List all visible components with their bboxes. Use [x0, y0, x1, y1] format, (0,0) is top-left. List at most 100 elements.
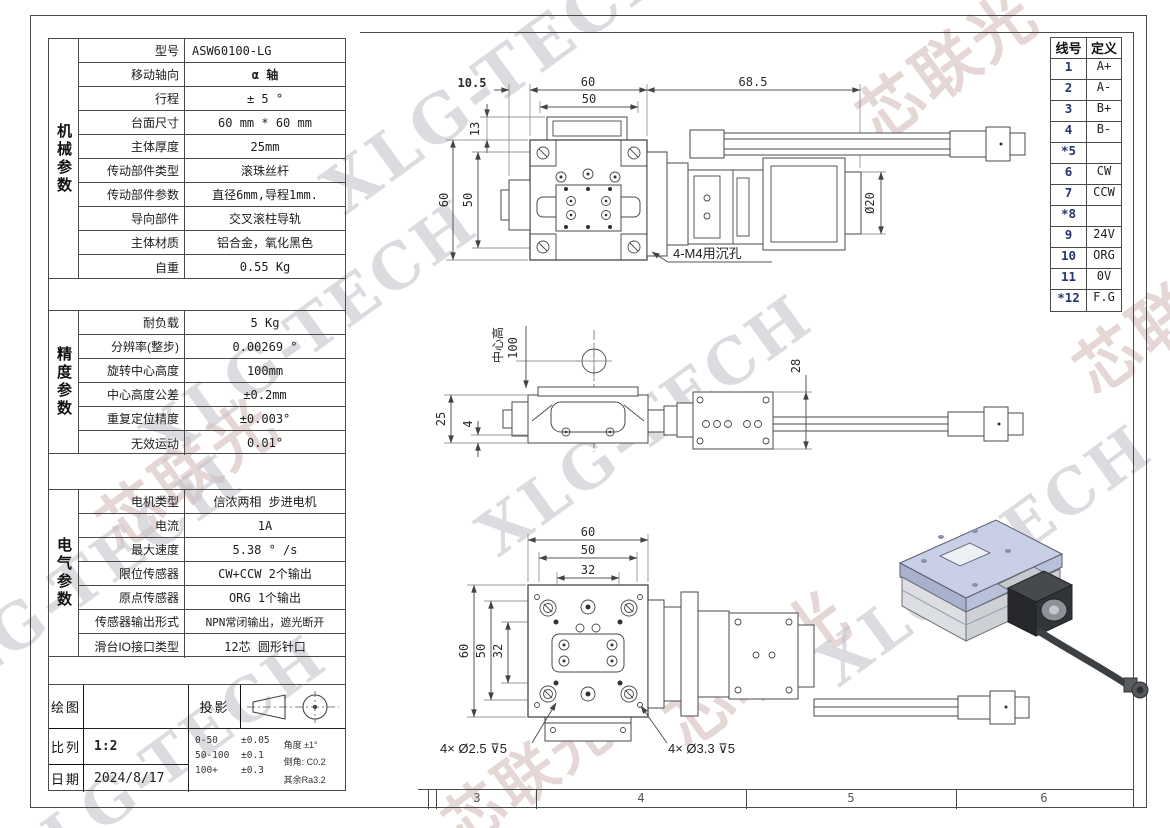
dim-width-60: 60 — [581, 75, 595, 89]
wire-def: B- — [1096, 122, 1112, 136]
tolerance-column: 0-50±0.05 50-100±0.1 100+±0.3 — [189, 729, 270, 776]
tolerance-range: 100+ — [195, 765, 218, 776]
wire-number: *12 — [1051, 290, 1087, 311]
spec-label: 中心高度公差 — [79, 383, 185, 406]
center-height-label: 中心高 — [490, 327, 505, 363]
spec-value: 5.38 ° /s — [232, 542, 298, 557]
table-row: 旋转中心高度 100mm — [79, 359, 345, 383]
spec-label: 主体厚度 — [79, 135, 185, 158]
spec-value: 滚珠丝杆 — [240, 164, 289, 178]
cable-connector — [949, 130, 987, 158]
wire-def: ORG — [1093, 248, 1115, 262]
wire-header-row: 线号 定义 — [1051, 38, 1121, 59]
spec-value: 12芯 圆形针口 — [224, 639, 306, 654]
wire-number: 11 — [1051, 269, 1087, 289]
table-row: 行程± 5 ° — [79, 87, 345, 111]
wire-number: 10 — [1051, 248, 1087, 268]
wire-row: *8 — [1051, 206, 1121, 227]
zone-number: 3 — [473, 791, 481, 805]
wire-number-header: 线号 — [1051, 38, 1087, 58]
section-category: 精度参数 — [49, 311, 79, 453]
dim-table-50: 50 — [582, 92, 596, 106]
spec-label: 型号 — [79, 39, 185, 62]
corner-screws — [536, 146, 641, 254]
table-row: 导向部件交叉滚柱导轨 — [79, 207, 345, 231]
wire-number: 1 — [1051, 59, 1087, 79]
dim-base-4: 4 — [461, 420, 475, 427]
wire-row: *12 F.G — [1051, 290, 1121, 311]
dim-holes-50: 50 — [461, 193, 475, 207]
bottom-view-drawing: 60 50 32 60 50 32 — [440, 525, 1030, 756]
tolerance-range: 50-100 — [195, 750, 230, 761]
spec-label: 传感器输出形式 — [79, 610, 185, 633]
spec-label: 自重 — [79, 255, 185, 279]
wire-number: *8 — [1051, 206, 1087, 226]
wire-number: 2 — [1051, 80, 1087, 100]
top-view-drawing: 10.5 60 68.5 50 13 60 50 — [437, 75, 1026, 263]
spec-label: 传动部件参数 — [79, 183, 185, 206]
zone-number: 5 — [847, 791, 855, 805]
wire-number: 6 — [1051, 164, 1087, 184]
wire-def: 0V — [1096, 269, 1112, 283]
dim-width-60: 60 — [581, 525, 595, 539]
spec-value: 100mm — [246, 363, 284, 378]
spec-label: 无效运动 — [79, 431, 185, 455]
spec-label: 电机类型 — [79, 490, 185, 513]
spec-label: 移动轴向 — [79, 63, 185, 86]
spec-value: ±0.003° — [239, 411, 291, 426]
table-row: 传动部件参数 直径6mm,导程1mm. — [79, 183, 345, 207]
scale-label: 比列 — [49, 728, 84, 764]
inner-frame-top — [360, 32, 1133, 33]
spec-value: ± 5 ° — [246, 91, 284, 106]
title-block: 绘图 投影 比列 1:2 日期 2024/8/17 0-50±0.05 50-1… — [49, 684, 345, 792]
table-row: 电机类型信浓两相 步进电机 — [79, 490, 345, 514]
title-draw-label: 绘图 — [49, 685, 84, 728]
spec-label: 旋转中心高度 — [79, 359, 185, 382]
spec-value: 铝合金，氧化黑色 — [216, 236, 313, 250]
dim-width-50: 50 — [581, 543, 595, 557]
mounting-screws — [539, 599, 638, 703]
callout-holes-2-5: 4× Ø2.5 ⊽5 — [440, 741, 507, 756]
tolerance-row: 0-50±0.05 — [195, 735, 270, 746]
inner-frame-right — [1133, 32, 1134, 808]
dimension-drawings: 10.5 60 68.5 50 13 60 50 — [434, 75, 1149, 756]
date-value: 2024/8/17 — [84, 764, 189, 792]
wire-def-header: 定义 — [1090, 41, 1117, 56]
zone-divider — [746, 790, 747, 809]
dim-height-60: 60 — [437, 193, 451, 207]
wire-def: B+ — [1096, 101, 1112, 115]
spec-value: 25mm — [250, 139, 280, 154]
zone-tick — [436, 790, 437, 809]
spec-value: 直径6mm,导程1mm. — [212, 188, 318, 202]
spec-label: 限位传感器 — [79, 562, 185, 585]
callout-counterbore: 4-M4用沉孔 — [673, 246, 742, 261]
wire-def: F.G — [1093, 290, 1115, 304]
table-row: 主体材质铝合金，氧化黑色 — [79, 231, 345, 255]
callout-holes-3-3: 4× Ø3.3 ⊽5 — [668, 741, 735, 756]
spec-label: 耐负载 — [79, 311, 185, 334]
zone-tick — [428, 790, 429, 809]
wire-def: A- — [1096, 80, 1112, 94]
dim-height-50: 50 — [474, 644, 488, 658]
wire-def: CW — [1096, 164, 1112, 178]
date-label: 日期 — [49, 764, 84, 792]
wire-number: 9 — [1051, 227, 1087, 247]
tolerance-range: 0-50 — [195, 735, 218, 746]
sheet-border — [30, 15, 1147, 808]
spec-value: NPN常闭输出，遮光断开 — [205, 615, 325, 629]
dim-height-32: 32 — [491, 644, 505, 658]
spec-value: 60 mm * 60 mm — [218, 115, 312, 130]
